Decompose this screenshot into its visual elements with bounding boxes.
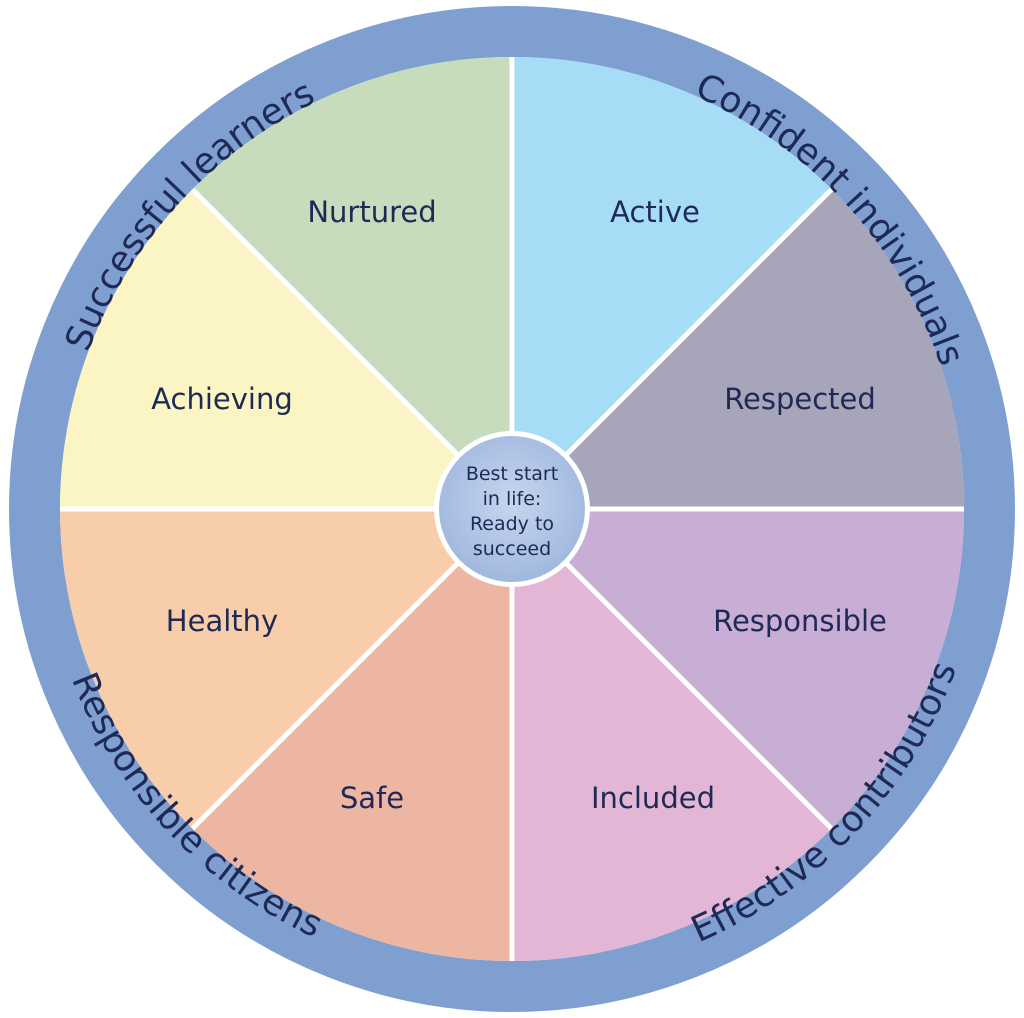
segment-safe	[192, 509, 512, 961]
segment-label-healthy: Healthy	[166, 604, 278, 638]
segment-label-responsible: Responsible	[713, 604, 887, 638]
segment-healthy	[60, 509, 512, 829]
segment-nurtured	[192, 57, 512, 509]
hub-label-line-4: succeed	[473, 538, 551, 560]
segment-active	[512, 57, 832, 509]
hub-label-line-3: Ready to	[470, 513, 554, 535]
hub-label-line-1: Best start	[466, 463, 558, 485]
segment-respected	[512, 189, 964, 509]
segment-label-active: Active	[610, 195, 700, 229]
segment-label-achieving: Achieving	[151, 382, 293, 416]
segment-label-nurtured: Nurtured	[307, 195, 436, 229]
segment-included	[512, 509, 832, 961]
segment-label-respected: Respected	[724, 382, 876, 416]
segment-responsible	[512, 509, 964, 829]
hub-label-line-2: in life:	[483, 488, 542, 510]
segment-achieving	[60, 189, 512, 509]
hub-inner	[439, 436, 585, 582]
segments-layer	[60, 57, 964, 961]
segment-label-safe: Safe	[340, 781, 404, 815]
segment-label-included: Included	[591, 781, 715, 815]
